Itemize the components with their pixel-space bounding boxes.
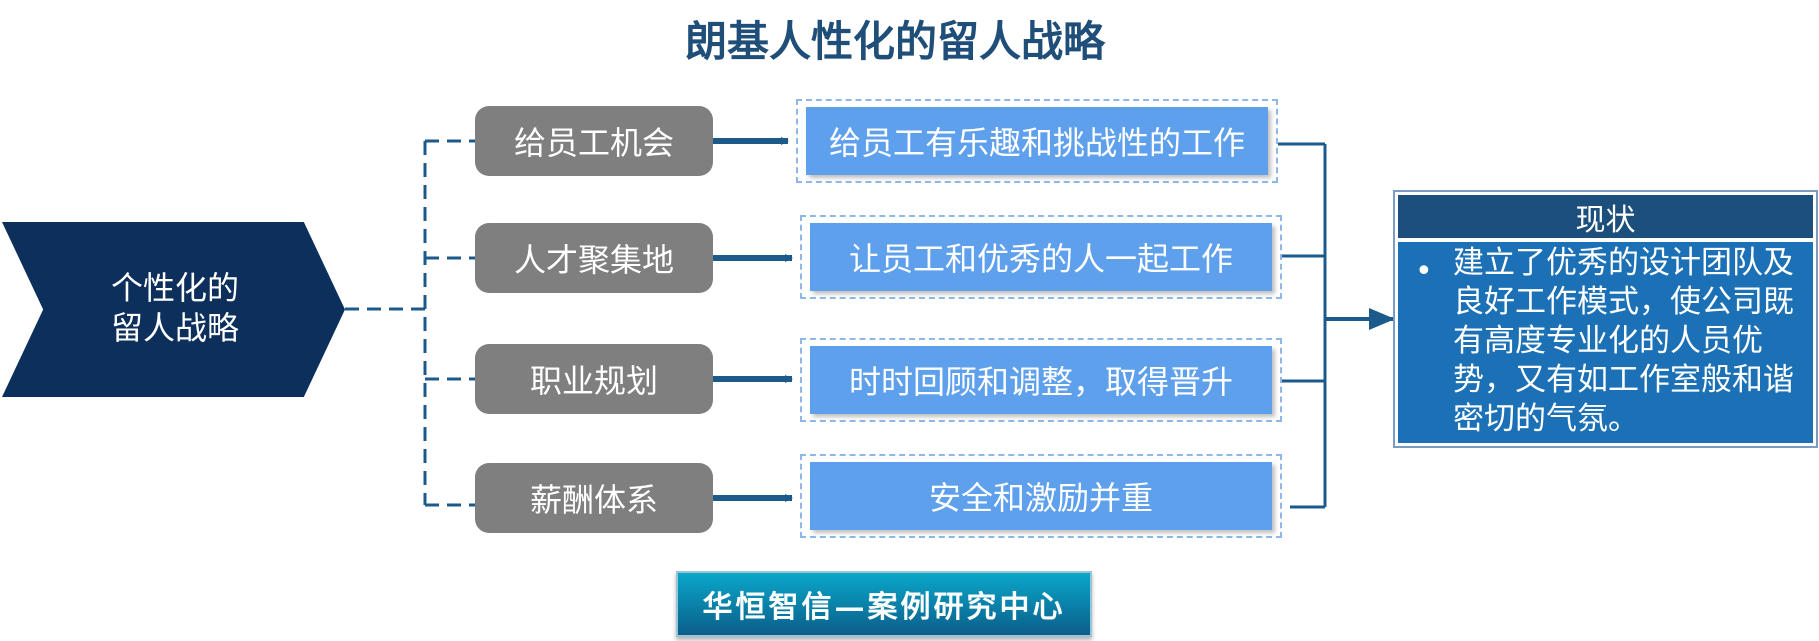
bullet-icon: • — [1415, 254, 1433, 289]
branch-box-4: 薪酬体系 — [475, 463, 713, 533]
footer-banner: 华恒智信—案例研究中心 — [676, 571, 1092, 637]
center-label-line-1: 个性化的 — [110, 269, 239, 307]
status-heading: 现状 — [1398, 195, 1813, 238]
detail-frame-3: 时时回顾和调整，取得晋升 — [800, 338, 1282, 422]
detail-box-3: 时时回顾和调整，取得晋升 — [810, 346, 1272, 414]
status-text: 建立了优秀的设计团队及良好工作模式，使公司既有高度专业化的人员优势，又有如工作室… — [1453, 245, 1794, 437]
detail-box-4: 安全和激励并重 — [810, 462, 1272, 530]
page-title: 朗基人性化的留人战略 — [684, 17, 1105, 66]
center-chevron — [2, 222, 345, 397]
branch-box-2: 人才聚集地 — [475, 223, 713, 293]
detail-frame-4: 安全和激励并重 — [800, 454, 1282, 538]
branch-box-3: 职业规划 — [475, 344, 713, 414]
center-label-line-2: 留人战略 — [110, 309, 239, 347]
detail-frame-1: 给员工有乐趣和挑战性的工作 — [796, 99, 1278, 183]
center-chevron-label: 个性化的 留人战略 — [60, 268, 290, 348]
status-body: • 建立了优秀的设计团队及良好工作模式，使公司既有高度专业化的人员优势，又有如工… — [1398, 242, 1813, 443]
detail-box-2: 让员工和优秀的人一起工作 — [810, 223, 1272, 291]
branch-box-1: 给员工机会 — [475, 106, 713, 176]
detail-frame-2: 让员工和优秀的人一起工作 — [800, 215, 1282, 299]
status-panel: 现状 • 建立了优秀的设计团队及良好工作模式，使公司既有高度专业化的人员优势，又… — [1393, 190, 1818, 448]
detail-box-1: 给员工有乐趣和挑战性的工作 — [806, 107, 1268, 175]
